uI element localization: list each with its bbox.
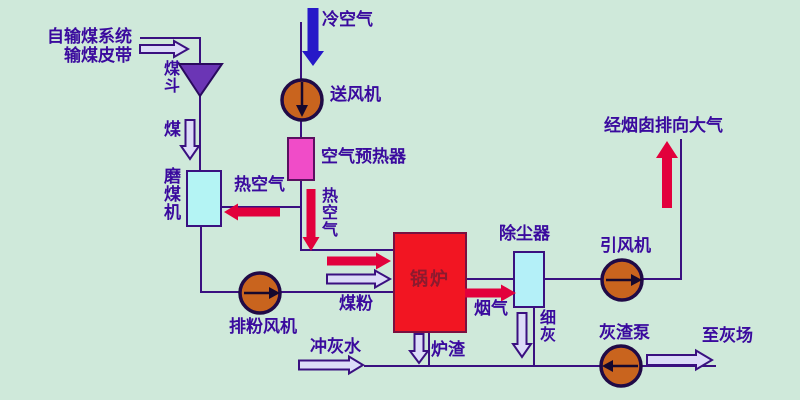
coal-down-arrow <box>179 119 201 161</box>
coal-powder-label: 煤粉 <box>339 294 373 314</box>
pf-fan-flow-arrowhead <box>269 287 280 299</box>
coal-powder-line <box>200 226 394 293</box>
coal-mill-shape <box>186 170 222 227</box>
id-fan-label: 引风机 <box>600 236 651 256</box>
boiler-shape <box>393 232 467 333</box>
hollow-arrows <box>139 39 714 376</box>
fan-flow-arrows <box>244 82 642 372</box>
fd-fan-label: 送风机 <box>330 85 381 105</box>
pf-fan-label: 排粉风机 <box>229 317 297 337</box>
boiler-label: 锅炉 <box>410 269 450 290</box>
ash-pump-label: 灰渣泵 <box>599 323 650 343</box>
preheater-label: 空气预热器 <box>321 147 406 167</box>
hot-air-down-label: 热空气 <box>319 187 338 238</box>
fine-ash-label: 细灰 <box>537 309 556 343</box>
dust-collector-shape <box>513 251 545 308</box>
hot-air-down-arrow <box>302 189 320 251</box>
coal-hopper-shape <box>177 63 224 98</box>
chimney-up-arrow <box>656 141 678 208</box>
to-ash-yard-arrow <box>646 348 714 372</box>
flue-gas-label: 烟气 <box>474 299 508 319</box>
coal-label: 煤 <box>164 120 181 140</box>
coal-source-line1: 自输煤系统 <box>47 27 132 47</box>
hot-air-to-boiler-line <box>300 180 394 251</box>
red-arrows <box>224 141 678 302</box>
conveyor-arrow <box>139 39 191 59</box>
coal-powder-arrow <box>326 268 393 290</box>
flush-water-label: 冲灰水 <box>310 337 361 357</box>
flue-to-chimney-line <box>544 139 682 280</box>
hopper-label: 煤斗 <box>161 60 180 94</box>
hot-air-right-arrow <box>327 252 391 270</box>
hot-air-left-arrow <box>224 203 280 221</box>
mill-label: 磨煤机 <box>160 167 180 221</box>
to-atmosphere-label: 经烟囱排向大气 <box>604 116 723 136</box>
coal-source-line2: 输煤皮带 <box>64 46 132 66</box>
id-fan-flow-arrowhead <box>631 274 642 286</box>
fd-fan-flow-arrowhead <box>296 105 308 117</box>
flue-gas-arrow <box>465 284 516 302</box>
to-ash-yard-label: 至灰场 <box>702 326 753 346</box>
hot-air-to-mill-label: 热空气 <box>234 175 285 195</box>
ash-pump-flow-arrowhead <box>602 360 613 372</box>
fine-ash-down-arrow <box>511 312 533 359</box>
slag-down-arrow <box>408 333 430 365</box>
dust-collector-label: 除尘器 <box>499 224 550 244</box>
air-preheater-shape <box>287 137 315 181</box>
slag-label: 炉渣 <box>431 340 465 360</box>
cold-air-label: 冷空气 <box>322 10 373 30</box>
conveyor-to-hopper-line <box>140 37 201 171</box>
flush-water-arrow <box>298 354 365 376</box>
coal-source-label: 自输煤系统 输煤皮带 <box>36 28 132 66</box>
cold-air-arrow <box>302 8 324 66</box>
